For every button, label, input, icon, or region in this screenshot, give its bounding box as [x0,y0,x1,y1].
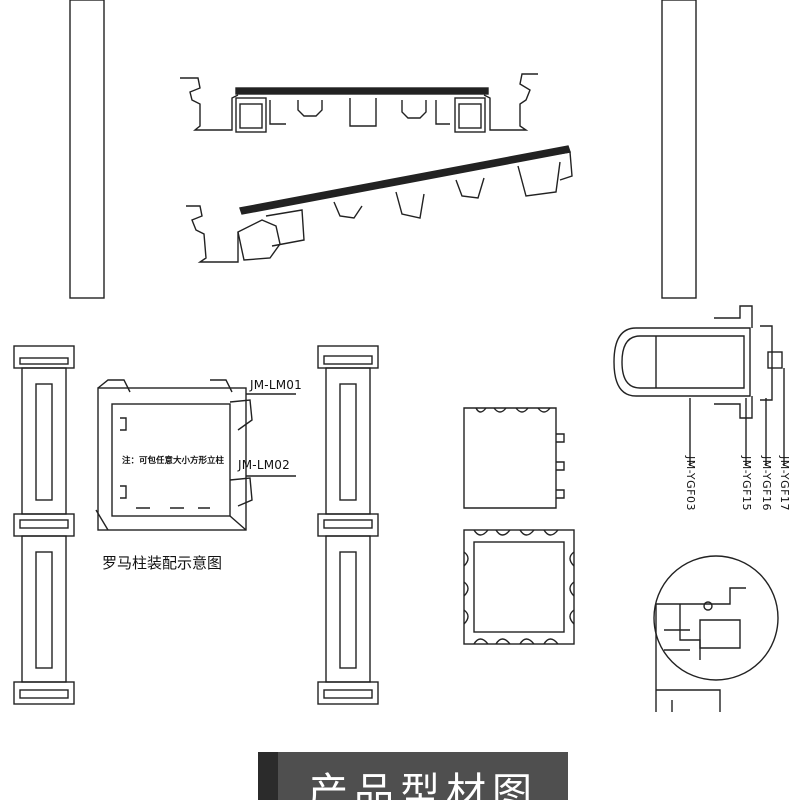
profile-square-bottom [463,529,575,645]
wall-column-right [661,0,697,299]
track-assembly-inclined [186,145,573,263]
corner-detail-drawing [653,555,779,712]
assembly-caption: 罗马柱装配示意图 [102,554,223,572]
wall-column-left [69,0,105,299]
label-jm-lm02: JM-LM02 [238,458,290,472]
label-jm-lm01: JM-LM01 [250,378,302,392]
roman-column-left [13,345,75,705]
track-assembly-horizontal [180,73,538,133]
assembly-note: 注：可包任意大小方形立柱 [122,456,225,466]
label-jm-ygf03: JM-YGF03 [684,456,697,511]
title-banner-accent [258,752,278,800]
roman-column-middle [317,345,379,705]
profile-square-top [463,407,565,509]
label-jm-ygf16: JM-YGF16 [760,456,773,511]
banner-title: 产品型材图 [308,770,538,800]
label-jm-ygf17: JM-YGF17 [778,456,791,511]
title-banner [258,752,568,800]
window-profile-section [613,305,785,466]
assembly-section-drawing [95,379,253,531]
label-jm-ygf15: JM-YGF15 [740,456,753,511]
